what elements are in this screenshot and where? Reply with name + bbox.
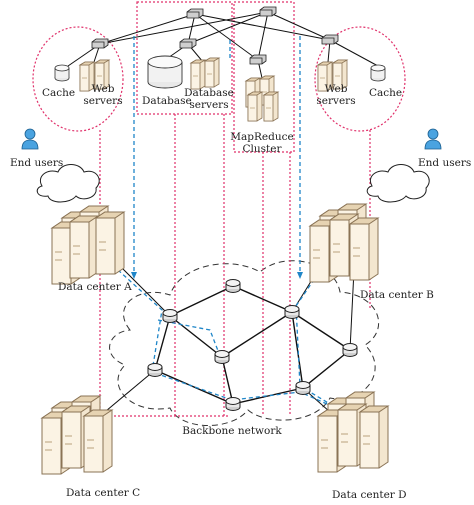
datacenter-uplinks: [99, 261, 355, 417]
switch-icon: [91, 6, 339, 65]
backbone-network-label: Backbone network: [182, 425, 282, 437]
end-users-left-label: End users: [10, 157, 63, 169]
web-servers-left-label-line2: servers: [83, 95, 122, 107]
database-servers-label-line1: Database: [184, 87, 234, 99]
router-icon: [147, 279, 358, 411]
cache-icon-right: [370, 64, 386, 82]
backbone-links: [154, 285, 351, 405]
data-center-c-label: Data center C: [66, 487, 140, 499]
data-center-b-icon: [309, 203, 379, 283]
data-center-b-label: Data center B: [360, 289, 434, 301]
mapreduce-label-line2: Cluster: [243, 143, 283, 155]
database-icon: [147, 55, 183, 89]
web-servers-left-label-line1: Web: [92, 83, 115, 95]
mapreduce-cluster-icon: [245, 75, 279, 122]
top-tree-links: [67, 11, 379, 79]
blue-arrowheads: [131, 272, 303, 279]
cache-right-label: Cache: [369, 87, 402, 99]
data-center-d-icon: [317, 391, 389, 473]
end-user-icon-left: [21, 128, 39, 150]
data-center-a-icon: [51, 205, 125, 285]
cache-icon: [54, 64, 70, 82]
internet-cloud-right: [366, 164, 430, 203]
end-users-right-label: End users: [418, 157, 471, 169]
data-center-c-icon: [41, 395, 113, 475]
internet-cloud-left: [36, 164, 100, 203]
web-servers-right-label-line2: servers: [316, 95, 355, 107]
database-label: Database: [142, 95, 192, 107]
mapreduce-label-line1: MapReduce: [230, 131, 293, 143]
database-servers-label-line2: servers: [189, 99, 228, 111]
cache-left-label: Cache: [42, 87, 75, 99]
end-user-icon-right: [424, 128, 442, 150]
backbone-cloud: [109, 260, 380, 426]
database-server-icon: [190, 57, 220, 90]
data-center-a-label: Data center A: [58, 281, 132, 293]
data-center-d-label: Data center D: [332, 489, 407, 501]
web-servers-right-label-line1: Web: [325, 83, 348, 95]
